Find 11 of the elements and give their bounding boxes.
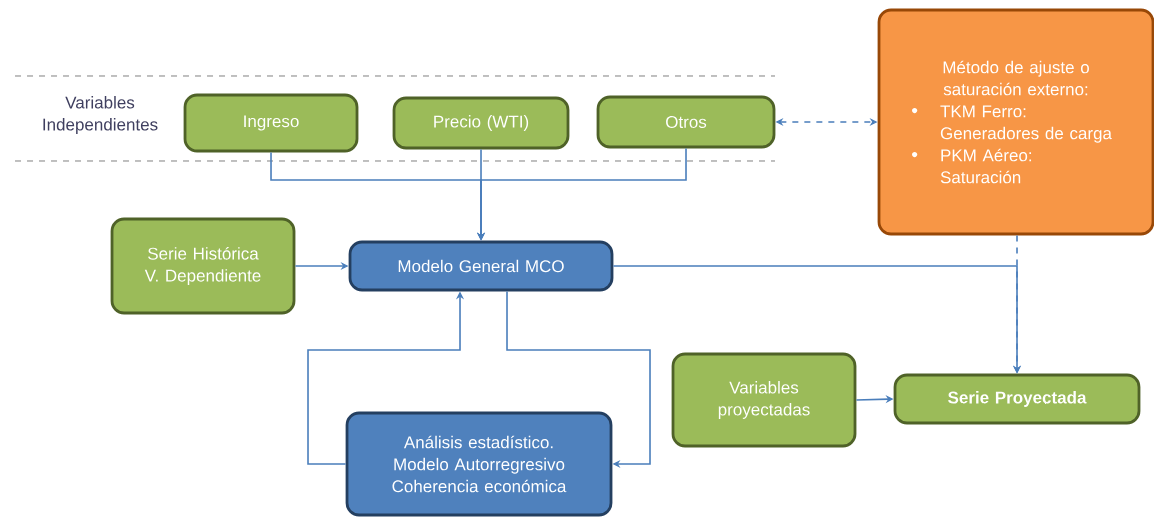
side-label: Variables Independientes [43, 96, 158, 134]
process-box: Serie Histórica V. Dependiente [110, 217, 296, 315]
process-box: Ingreso [183, 93, 359, 153]
process-box: Variables proyectadas [671, 352, 857, 448]
process-box: Análisis estadístico. Modelo Autorregresivo Coherencia económica [345, 411, 613, 517]
process-box: Modelo General MCO [348, 240, 614, 292]
process-box: Serie Proyectada [893, 373, 1141, 425]
process-box: Precio (WTI) [392, 96, 570, 150]
process-box: Método de ajuste o saturación externo: TKM Ferro: Generadores de carga PKM Aéreo: Saturación [877, 8, 1154, 236]
arrow [506, 290, 651, 469]
process-box: Otros [596, 95, 776, 149]
